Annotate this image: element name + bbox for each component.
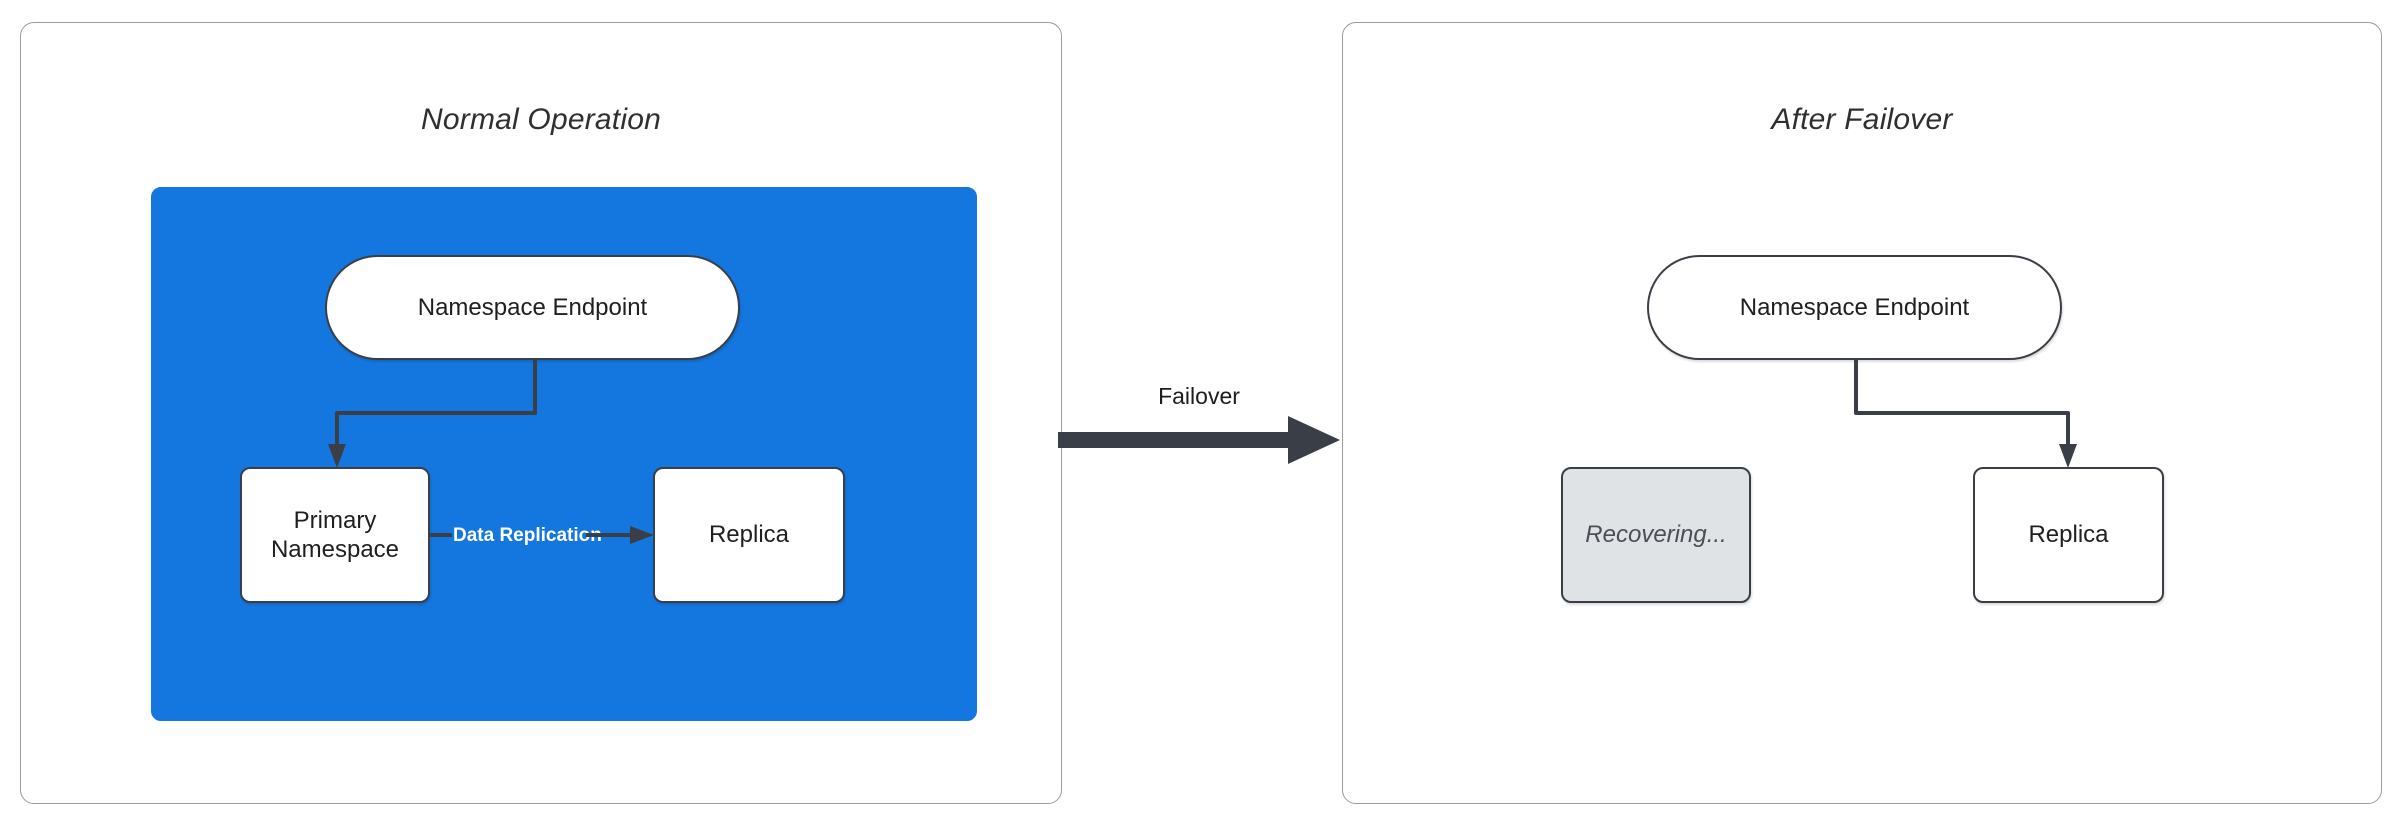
node-replica-failover[interactable]: Replica (1973, 467, 2164, 603)
node-label: Namespace Endpoint (417, 293, 648, 321)
node-label: Recovering... (1585, 521, 1727, 549)
panel-after-failover: After Failover (1342, 22, 2382, 804)
node-label: Replica (2028, 521, 2109, 549)
node-recovering[interactable]: Recovering... (1561, 467, 1751, 603)
edge-label-data-replication: Data Replication (453, 525, 602, 546)
panel-title-after-failover: After Failover (1771, 103, 1953, 136)
failover-transition-arrow (1058, 416, 1340, 464)
node-label: Primary Namespace (271, 506, 399, 565)
node-primary-namespace[interactable]: Primary Namespace (240, 467, 430, 603)
node-namespace-endpoint-failover[interactable]: Namespace Endpoint (1647, 255, 2062, 360)
panel-title-normal-operation: Normal Operation (421, 103, 661, 136)
node-label-line1: Primary (293, 506, 377, 534)
panel-normal-operation: Normal Operation (20, 22, 1062, 804)
failover-arrow-label: Failover (1158, 383, 1240, 409)
node-label-line2: Namespace (270, 536, 400, 563)
node-label: Namespace Endpoint (1739, 293, 1970, 321)
node-namespace-endpoint-normal[interactable]: Namespace Endpoint (325, 255, 740, 360)
node-replica-normal[interactable]: Replica (653, 467, 845, 603)
node-label: Replica (708, 521, 790, 549)
